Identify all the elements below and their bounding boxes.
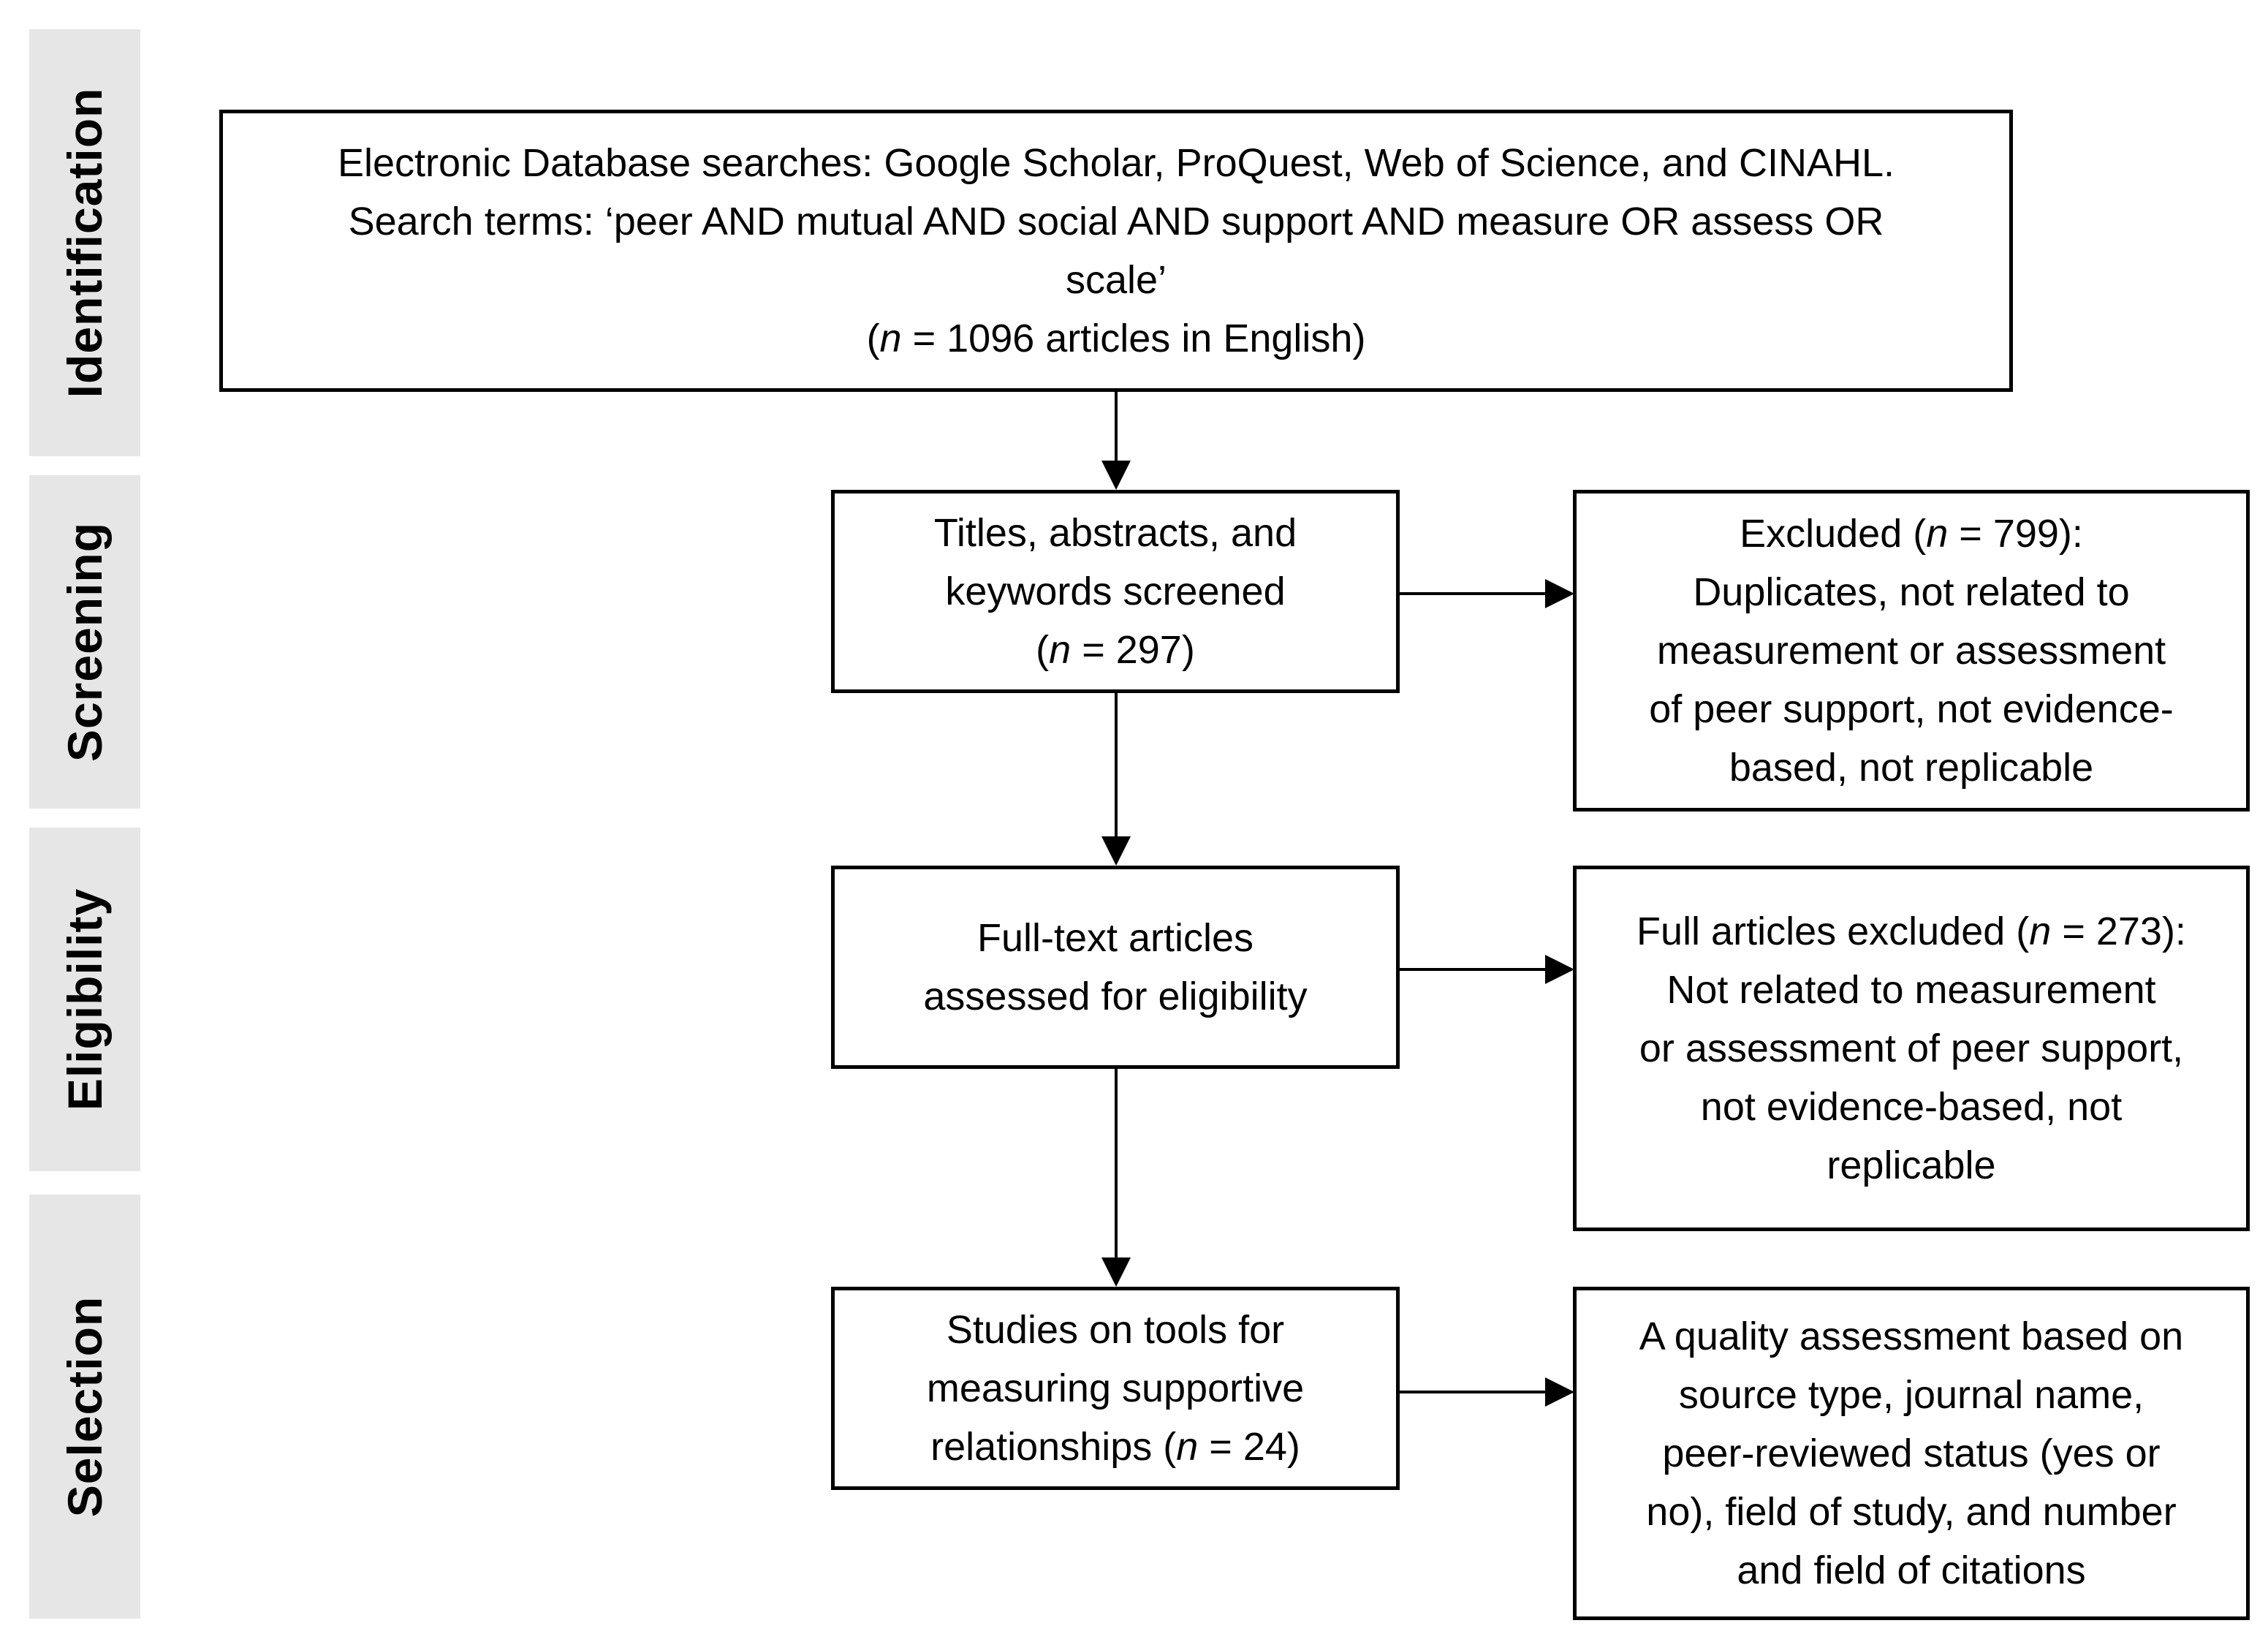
identification-box: Electronic Database searches: Google Sch… xyxy=(219,110,2013,392)
screening-excluded-box: Excluded (n = 799): Duplicates, not rela… xyxy=(1573,490,2250,812)
eligibility-excluded-line-5: replicable xyxy=(1827,1143,1996,1187)
stage-selection: Selection xyxy=(29,1195,140,1619)
n-symbol: n xyxy=(2029,909,2052,953)
eligibility-excluded-line-1: Full articles excluded (n = 273): xyxy=(1636,909,2186,953)
stage-identification: Identification xyxy=(29,29,140,456)
stage-screening: Screening xyxy=(29,475,140,809)
screening-excluded-line-4: of peer support, not evidence- xyxy=(1649,687,2174,731)
n-symbol: n xyxy=(1926,512,1949,556)
identification-line-1: Electronic Database searches: Google Sch… xyxy=(337,141,1895,185)
quality-line-2: source type, journal name, xyxy=(1678,1373,2144,1417)
screening-excluded-line-3: measurement or assessment xyxy=(1656,629,2166,673)
eligibility-line-1: Full-text articles xyxy=(976,916,1254,960)
quality-line-3: peer-reviewed status (yes or xyxy=(1662,1431,2161,1475)
stage-eligibility: Eligibility xyxy=(29,828,140,1171)
screening-excluded-line-5: based, not replicable xyxy=(1729,746,2094,790)
eligibility-box: Full-text articles assessed for eligibil… xyxy=(831,866,1400,1069)
eligibility-excluded-line-2: Not related to measurement xyxy=(1666,968,2156,1012)
screening-excluded-line-2: Duplicates, not related to xyxy=(1693,570,2130,614)
selection-line-1: Studies on tools for xyxy=(946,1308,1285,1352)
eligibility-excluded-line-3: or assessment of peer support, xyxy=(1639,1026,2184,1070)
eligibility-excluded-line-4: not evidence-based, not xyxy=(1700,1085,2123,1129)
quality-line-4: no), field of study, and number xyxy=(1646,1490,2177,1534)
eligibility-line-2: assessed for eligibility xyxy=(923,975,1308,1018)
screening-line-2: keywords screened xyxy=(945,570,1286,613)
screening-line-3: (n = 297) xyxy=(1036,628,1195,672)
selection-box: Studies on tools for measuring supportiv… xyxy=(831,1287,1400,1490)
n-symbol: n xyxy=(1176,1425,1199,1469)
identification-line-2: Search terms: ‘peer AND mutual AND socia… xyxy=(348,200,1884,243)
selection-line-2: measuring supportive xyxy=(926,1366,1305,1410)
selection-line-3: relationships (n = 24) xyxy=(930,1425,1300,1469)
quality-line-5: and field of citations xyxy=(1737,1548,2086,1592)
identification-line-3: scale’ xyxy=(1065,258,1167,302)
eligibility-excluded-box: Full articles excluded (n = 273): Not re… xyxy=(1573,866,2250,1231)
n-symbol: n xyxy=(879,317,902,360)
n-symbol: n xyxy=(1049,628,1072,672)
screening-excluded-line-1: Excluded (n = 799): xyxy=(1740,512,2083,556)
quality-assessment-box: A quality assessment based on source typ… xyxy=(1573,1287,2250,1620)
screening-box: Titles, abstracts, and keywords screened… xyxy=(831,490,1400,693)
identification-line-4: (n = 1096 articles in English) xyxy=(866,317,1366,360)
quality-line-1: A quality assessment based on xyxy=(1639,1315,2184,1358)
screening-line-1: Titles, abstracts, and xyxy=(933,511,1297,555)
